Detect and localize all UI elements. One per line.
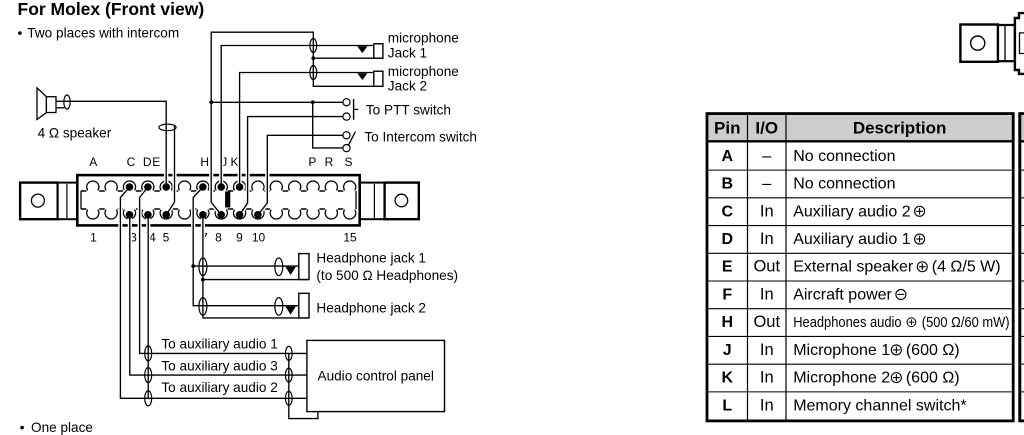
svg-text:S: S — [344, 155, 352, 169]
svg-text:No connection: No connection — [793, 176, 895, 193]
svg-text:Headphone jack 1: Headphone jack 1 — [316, 251, 426, 266]
svg-text:(500 Ω/60 mW): (500 Ω/60 mW) — [922, 315, 1010, 331]
svg-text:C: C — [127, 155, 136, 169]
svg-text:No connection: No connection — [793, 148, 895, 165]
svg-text:–: – — [762, 147, 772, 165]
svg-text:H: H — [200, 155, 209, 169]
svg-text:F: F — [722, 286, 732, 303]
svg-text:In: In — [760, 285, 774, 303]
svg-text:K: K — [230, 155, 238, 169]
svg-text:4: 4 — [149, 231, 156, 245]
svg-text:(to 500 Ω Headphones): (to 500 Ω Headphones) — [316, 268, 458, 283]
svg-text:Description: Description — [853, 119, 947, 138]
svg-text:Headphones audio: Headphones audio — [793, 315, 901, 331]
svg-text:Aircraft power: Aircraft power — [793, 286, 892, 303]
svg-text:A: A — [89, 155, 97, 169]
svg-text:1: 1 — [90, 231, 97, 245]
svg-text:In: In — [760, 230, 774, 248]
svg-text:K: K — [721, 370, 733, 387]
svg-text:Auxiliary audio 2: Auxiliary audio 2 — [793, 203, 911, 220]
svg-text:External speaker: External speaker — [793, 259, 914, 276]
svg-text:To Intercom switch: To Intercom switch — [364, 129, 477, 144]
svg-text:To auxiliary audio 3: To auxiliary audio 3 — [161, 358, 277, 373]
svg-text:microphone: microphone — [388, 31, 459, 46]
svg-text:E: E — [722, 259, 733, 276]
svg-text:Jack 2: Jack 2 — [388, 79, 427, 94]
svg-text:•: • — [18, 26, 23, 41]
svg-text:B: B — [721, 176, 733, 193]
svg-text:•: • — [20, 420, 25, 435]
svg-text:(600 Ω): (600 Ω) — [906, 370, 960, 387]
svg-text:L: L — [722, 397, 732, 414]
svg-text:P: P — [308, 155, 316, 169]
svg-text:9: 9 — [236, 231, 243, 245]
svg-text:5: 5 — [163, 231, 170, 245]
svg-text:H: H — [721, 314, 733, 331]
svg-text:10: 10 — [252, 231, 266, 245]
svg-text:15: 15 — [343, 231, 357, 245]
svg-text:Out: Out — [753, 258, 780, 276]
svg-text:Two places with intercom: Two places with intercom — [27, 26, 179, 41]
svg-text:8: 8 — [215, 231, 222, 245]
svg-text:E: E — [152, 155, 160, 169]
svg-text:To auxiliary audio 2: To auxiliary audio 2 — [161, 380, 277, 395]
svg-text:C: C — [721, 203, 733, 220]
svg-text:To PTT switch: To PTT switch — [366, 103, 451, 118]
svg-text:(600 Ω): (600 Ω) — [906, 342, 960, 359]
svg-text:To auxiliary audio 1: To auxiliary audio 1 — [161, 337, 277, 352]
svg-text:Pin: Pin — [714, 119, 740, 138]
svg-text:3: 3 — [130, 231, 137, 245]
svg-text:(4 Ω/5 W): (4 Ω/5 W) — [932, 259, 1001, 276]
svg-text:Jack 1: Jack 1 — [388, 45, 427, 60]
svg-text:For Molex (Front view): For Molex (Front view) — [18, 0, 205, 19]
svg-text:Audio control panel: Audio control panel — [318, 368, 434, 383]
svg-text:4 Ω speaker: 4 Ω speaker — [38, 126, 112, 141]
svg-text:One place: One place — [31, 420, 93, 435]
svg-text:Out: Out — [753, 313, 780, 331]
svg-text:D: D — [721, 231, 733, 248]
svg-text:A: A — [721, 148, 733, 165]
svg-text:In: In — [760, 369, 774, 387]
svg-text:J: J — [723, 342, 732, 359]
svg-text:In: In — [760, 396, 774, 414]
svg-text:Microphone 2: Microphone 2 — [793, 370, 890, 387]
svg-text:I/O: I/O — [755, 119, 778, 138]
svg-text:–: – — [762, 175, 772, 193]
svg-text:J: J — [221, 155, 227, 169]
svg-text:Microphone 1: Microphone 1 — [793, 342, 890, 359]
svg-text:Auxiliary audio 1: Auxiliary audio 1 — [793, 231, 911, 248]
svg-text:microphone: microphone — [388, 64, 459, 79]
svg-text:In: In — [760, 341, 774, 359]
svg-text:Headphone jack 2: Headphone jack 2 — [316, 300, 426, 315]
svg-text:In: In — [760, 202, 774, 220]
svg-text:Memory channel switch*: Memory channel switch* — [793, 397, 966, 414]
svg-text:R: R — [325, 155, 334, 169]
svg-text:D: D — [143, 155, 152, 169]
